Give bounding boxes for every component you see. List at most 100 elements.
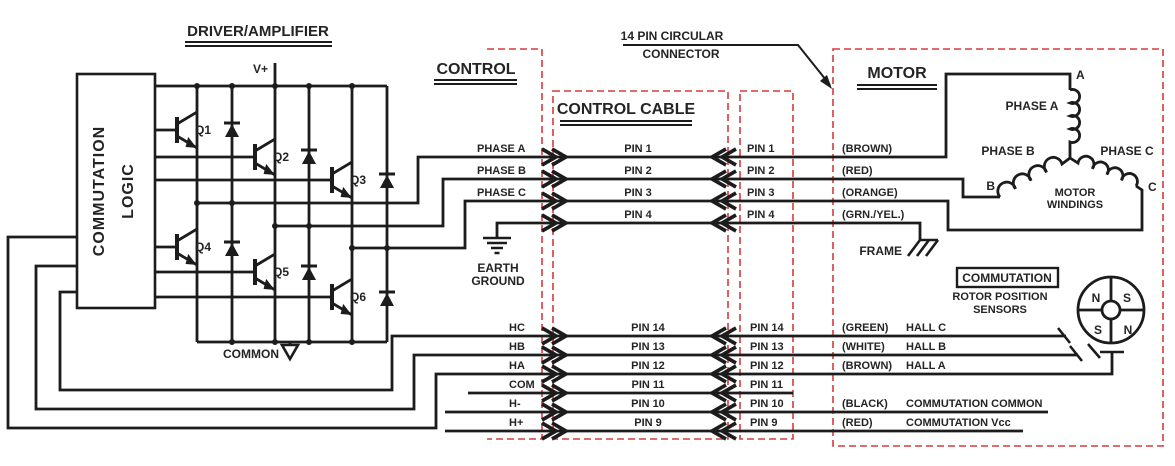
commutation-logic-box: [75, 72, 157, 310]
motor-windings-label-line2: WINDINGS: [1047, 199, 1103, 211]
hall-row-0-connector-pin: PIN 14: [750, 322, 785, 334]
phase-c-wire: [352, 184, 1144, 250]
transistor-q1: [175, 110, 198, 150]
control-boundary: [487, 48, 543, 440]
transistor-q2: [253, 137, 276, 177]
phase-row-1-cable-pin: PIN 2: [624, 165, 652, 177]
phase-row-2-cable-pin: PIN 3: [624, 187, 652, 199]
earth-ground-label-line1: EARTH: [477, 261, 518, 275]
frame-label: FRAME: [859, 244, 902, 258]
logic-block-label-line2: LOGIC: [120, 163, 137, 219]
hall-row-5-motor-signal: COMMUTATION Vcc: [906, 417, 1011, 429]
transistor-q6: [330, 277, 353, 317]
q4-label: Q4: [195, 240, 211, 254]
hall-row-4-signal: H-: [509, 398, 521, 410]
phase-row-3-wire-color: (GRN./YEL.): [842, 209, 905, 221]
hall-row-5-wire-color: (RED): [842, 417, 873, 429]
earth-ground-label-line2: GROUND: [471, 274, 525, 288]
phase-row-1-signal: PHASE B: [477, 165, 526, 177]
hall-row-4-wire-color: (BLACK): [842, 398, 888, 410]
phase-a-coil: [1066, 88, 1081, 158]
phase-c-coil: [1069, 154, 1139, 187]
q2-label: Q2: [273, 150, 289, 164]
rotor-hub: [1100, 299, 1122, 321]
vplus-label: V+: [253, 62, 268, 76]
phase-row-3-connector-pin: PIN 4: [747, 209, 775, 221]
decorations: [185, 41, 937, 126]
diode-d1: [224, 121, 240, 137]
phase-b-coil: [996, 156, 1071, 198]
rotor-pole-ne: S: [1123, 291, 1131, 305]
hall-row-5-connector-pin: PIN 9: [750, 417, 778, 429]
transistor-q3: [330, 160, 353, 200]
rotor-pole-nw: N: [1092, 291, 1101, 305]
hall-sensor-ticks: [1056, 327, 1124, 362]
section-boundaries: [487, 48, 1164, 447]
logic-block-label-line1: COMMUTATION: [91, 126, 108, 256]
junction-dots: [194, 83, 390, 345]
terminal-c-label: C: [1148, 180, 1157, 194]
frame-chassis-ground-icon: [906, 238, 940, 257]
winding-phase-a-label: PHASE A: [1006, 99, 1059, 113]
phase-b-wire: [275, 177, 1000, 228]
q6-label: Q6: [350, 290, 366, 304]
connector-boundary: [739, 90, 794, 440]
connector-callout-line1: 14 PIN CIRCULAR: [621, 29, 724, 43]
labels: DRIVER/AMPLIFIER CONTROL CONTROL CABLE M…: [91, 23, 1157, 429]
ha-wire: [6, 235, 1114, 430]
rotor-pole-se: N: [1124, 323, 1133, 337]
base-lines: [155, 128, 332, 299]
commutation-sensor-box: [955, 266, 1060, 289]
transistor-q4: [175, 227, 198, 267]
hall-row-3-connector-pin: PIN 11: [750, 379, 783, 391]
hall-row-1-motor-signal: HALL B: [906, 341, 946, 353]
hall-row-3-cable-pin: PIN 11: [631, 379, 664, 391]
connector-callout-line2: CONNECTOR: [642, 47, 719, 61]
hall-row-2-motor-signal: HALL A: [906, 360, 946, 372]
hall-row-0-motor-signal: HALL C: [906, 322, 946, 334]
rotor-pole-sw: S: [1094, 323, 1102, 337]
hall-row-4-cable-pin: PIN 10: [631, 398, 665, 410]
q1-label: Q1: [195, 123, 211, 137]
motor-title: MOTOR: [867, 65, 927, 82]
hall-row-2-cable-pin: PIN 12: [631, 360, 665, 372]
transistors: [175, 110, 353, 317]
flyback-diodes: [224, 121, 395, 306]
phase-row-2-wire-color: (ORANGE): [842, 187, 898, 199]
winding-phase-b-label: PHASE B: [981, 144, 1035, 158]
hall-row-4-motor-signal: COMMUTATION COMMON: [906, 398, 1043, 410]
terminal-a-label: A: [1076, 68, 1085, 82]
phase-row-1-connector-pin: PIN 2: [747, 165, 775, 177]
hall-row-0-wire-color: (GREEN): [842, 322, 889, 334]
control-title-underline: [434, 79, 517, 85]
motor-title-underline: [857, 84, 937, 90]
terminal-b-label: B: [986, 179, 995, 193]
diode-d5: [301, 264, 317, 280]
commutation-box-label: COMMUTATION: [962, 271, 1052, 285]
diode-d6: [379, 290, 395, 306]
motor-windings-label-line1: MOTOR: [1055, 187, 1096, 199]
hall-row-1-cable-pin: PIN 13: [631, 341, 665, 353]
diode-d4: [224, 240, 240, 256]
phase-row-2-connector-pin: PIN 3: [747, 187, 775, 199]
hall-row-3-signal: COM: [509, 379, 535, 391]
winding-phase-c-label: PHASE C: [1100, 144, 1154, 158]
common-ground-triangle: [279, 343, 301, 362]
phase-row-3-cable-pin: PIN 4: [624, 209, 652, 221]
phase-a-wire: [197, 72, 1072, 205]
diode-d2: [301, 148, 317, 164]
sensors-label: SENSORS: [973, 304, 1027, 316]
hall-row-4-connector-pin: PIN 10: [750, 398, 784, 410]
hall-row-2-signal: HA: [509, 360, 525, 372]
driver-title-underline: [185, 41, 332, 47]
hall-row-1-signal: HB: [509, 341, 525, 353]
hb-wire: [34, 264, 1078, 411]
hall-row-0-cable-pin: PIN 14: [631, 322, 666, 334]
phase-row-0-signal: PHASE A: [477, 143, 526, 155]
hc-wire: [58, 290, 1066, 392]
control-title: CONTROL: [436, 61, 515, 78]
diode-d3: [379, 172, 395, 188]
hall-row-1-connector-pin: PIN 13: [750, 341, 784, 353]
phase-row-0-connector-pin: PIN 1: [747, 143, 775, 155]
